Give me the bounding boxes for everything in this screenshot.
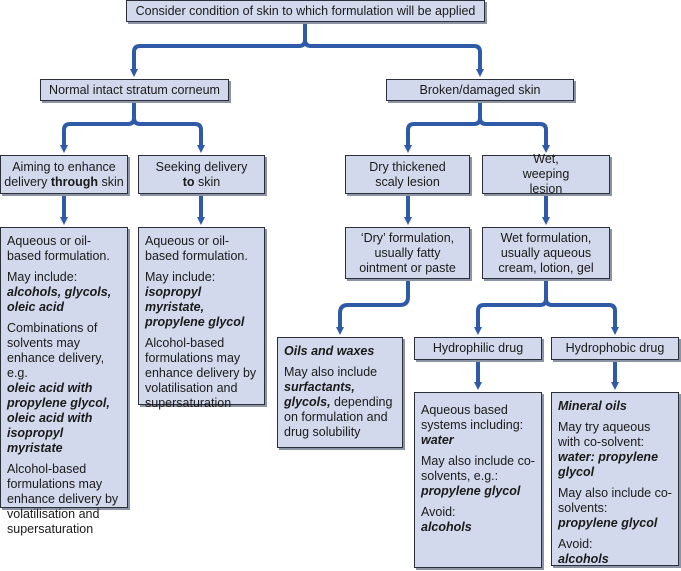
hydrophilic-p3-label: Avoid: [421,505,456,519]
hydrophobic-p2-items: propylene glycol [558,516,658,530]
broken-skin-node: Broken/damaged skin [386,79,574,101]
to-post: skin [194,174,221,189]
hydrophobic-p3: Avoid:alcohols [558,537,672,567]
to-p1: Aqueous or oil-based formulation. [145,234,248,263]
wet-lesion-label: Wet, weeping lesion [522,152,570,196]
through-p3: Combinations of solvents may enhance del… [7,321,121,456]
connector-dry-to-oils [336,279,410,335]
through-pre: Aiming to enhance delivery [4,159,116,189]
through-p2: May include:alcohols, glycols, oleic aci… [7,270,121,315]
connector-root-to-normal [130,22,307,77]
wet-lesion-node: Wet, weeping lesion [482,152,610,196]
wet-formulation-label: Wet formulation, usually aqueous cream, … [498,230,594,275]
hydrophobic-p1-items: water: propylene glycol [558,450,659,479]
through-p2-items: alcohols, glycols, oleic acid [7,285,112,314]
oils-items: surfactants, glycols, [284,380,355,409]
to-skin-node: Seeking delivery to skin [138,155,265,194]
dry-formulation-node: ‘Dry’ formulation, usually fatty ointmen… [345,227,470,279]
hydrophilic-node: Hydrophilic drug [414,337,542,360]
to-skin-details: Aqueous or oil-based formulation. May in… [138,227,265,410]
through-skin-details: Aqueous or oil-based formulation. May in… [0,227,128,536]
hydrophobic-p2-label: May also include co-solvents: [558,486,672,515]
to-skin-label: Seeking delivery to skin [153,160,250,190]
wet-formulation-node: Wet formulation, usually aqueous cream, … [482,227,610,279]
broken-skin-label: Broken/damaged skin [419,82,541,97]
connector-broken-to-dry [404,101,482,153]
connector-wet-to-hydrophobic [544,298,619,335]
hydrophobic-p1-label: May try aqueous with co-solvent: [558,420,651,449]
through-post: skin [98,174,124,189]
hydrophilic-details: Aqueous based systems including:water Ma… [414,392,542,568]
oils-title: Oils and waxes [284,344,375,358]
hydrophobic-p3-label: Avoid: [558,537,593,551]
normal-skin-node: Normal intact stratum corneum [40,79,229,101]
hydrophobic-label: Hydrophobic drug [565,341,665,355]
hydrophobic-p1: May try aqueous with co-solvent:water: p… [558,420,672,480]
root-node: Consider condition of skin to which form… [126,0,485,22]
connector-normal-to-through [60,101,136,153]
through-skin-node: Aiming to enhance delivery through skin [0,155,128,194]
hydrophobic-title: Mineral oils [558,399,627,413]
to-p2-label: May include: [145,270,216,284]
hydrophilic-p3: Avoid:alcohols [421,505,535,535]
hydrophilic-p2: May also include co-solvents, e.g.:propy… [421,454,535,499]
through-skin-label: Aiming to enhance delivery through skin [1,160,127,190]
through-p2-label: May include: [7,270,78,284]
through-p3-label: Combinations of solvents may enhance del… [7,321,105,380]
connector-broken-to-wet [478,117,550,153]
hydrophilic-p3-items: alcohols [421,520,472,534]
hydrophobic-p3-items: alcohols [558,552,609,566]
dry-lesion-node: Dry thickened scaly lesion [345,155,470,194]
through-p4: Alcohol-based formulations may enhance d… [7,462,119,536]
connector-wet-to-hydrophilic [474,279,548,335]
connector-root-to-broken [303,39,484,77]
through-p3-items: oleic acid with propylene glycol, oleic … [7,381,110,455]
hydrophilic-p2-label: May also include co-solvents, e.g.: [421,454,535,483]
to-p2-items: isopropyl myristate, propylene glycol [145,285,245,329]
oils-post: depending on formulation and drug solubi… [284,395,393,439]
root-label: Consider condition of skin to which form… [135,3,476,18]
dry-lesion-label: Dry thickened scaly lesion [369,159,446,189]
hydrophobic-details: Mineral oils May try aqueous with co-sol… [551,392,679,566]
to-pre: Seeking delivery [155,159,248,174]
normal-skin-label: Normal intact stratum corneum [49,82,220,97]
hydrophilic-p1: Aqueous based systems including:water [421,403,535,448]
hydrophilic-p2-items: propylene glycol [421,484,521,498]
hydrophobic-node: Hydrophobic drug [551,337,679,360]
to-bold: to [182,174,195,189]
through-p1: Aqueous or oil-based formulation. [7,234,110,263]
hydrophilic-p1-label: Aqueous based systems including: [421,403,524,432]
to-p3: Alcohol-based formulations may enhance d… [145,336,257,410]
connector-normal-to-to [132,117,205,153]
hydrophilic-label: Hydrophilic drug [432,341,524,355]
to-p2: May include:isopropyl myristate, propyle… [145,270,258,330]
hydrophobic-p2: May also include co-solvents:propylene g… [558,486,672,531]
hydrophilic-p1-items: water [421,433,454,447]
through-bold: through [50,174,99,189]
dry-formulation-label: ‘Dry’ formulation, usually fatty ointmen… [359,230,456,275]
oils-label: May also include [284,365,378,379]
